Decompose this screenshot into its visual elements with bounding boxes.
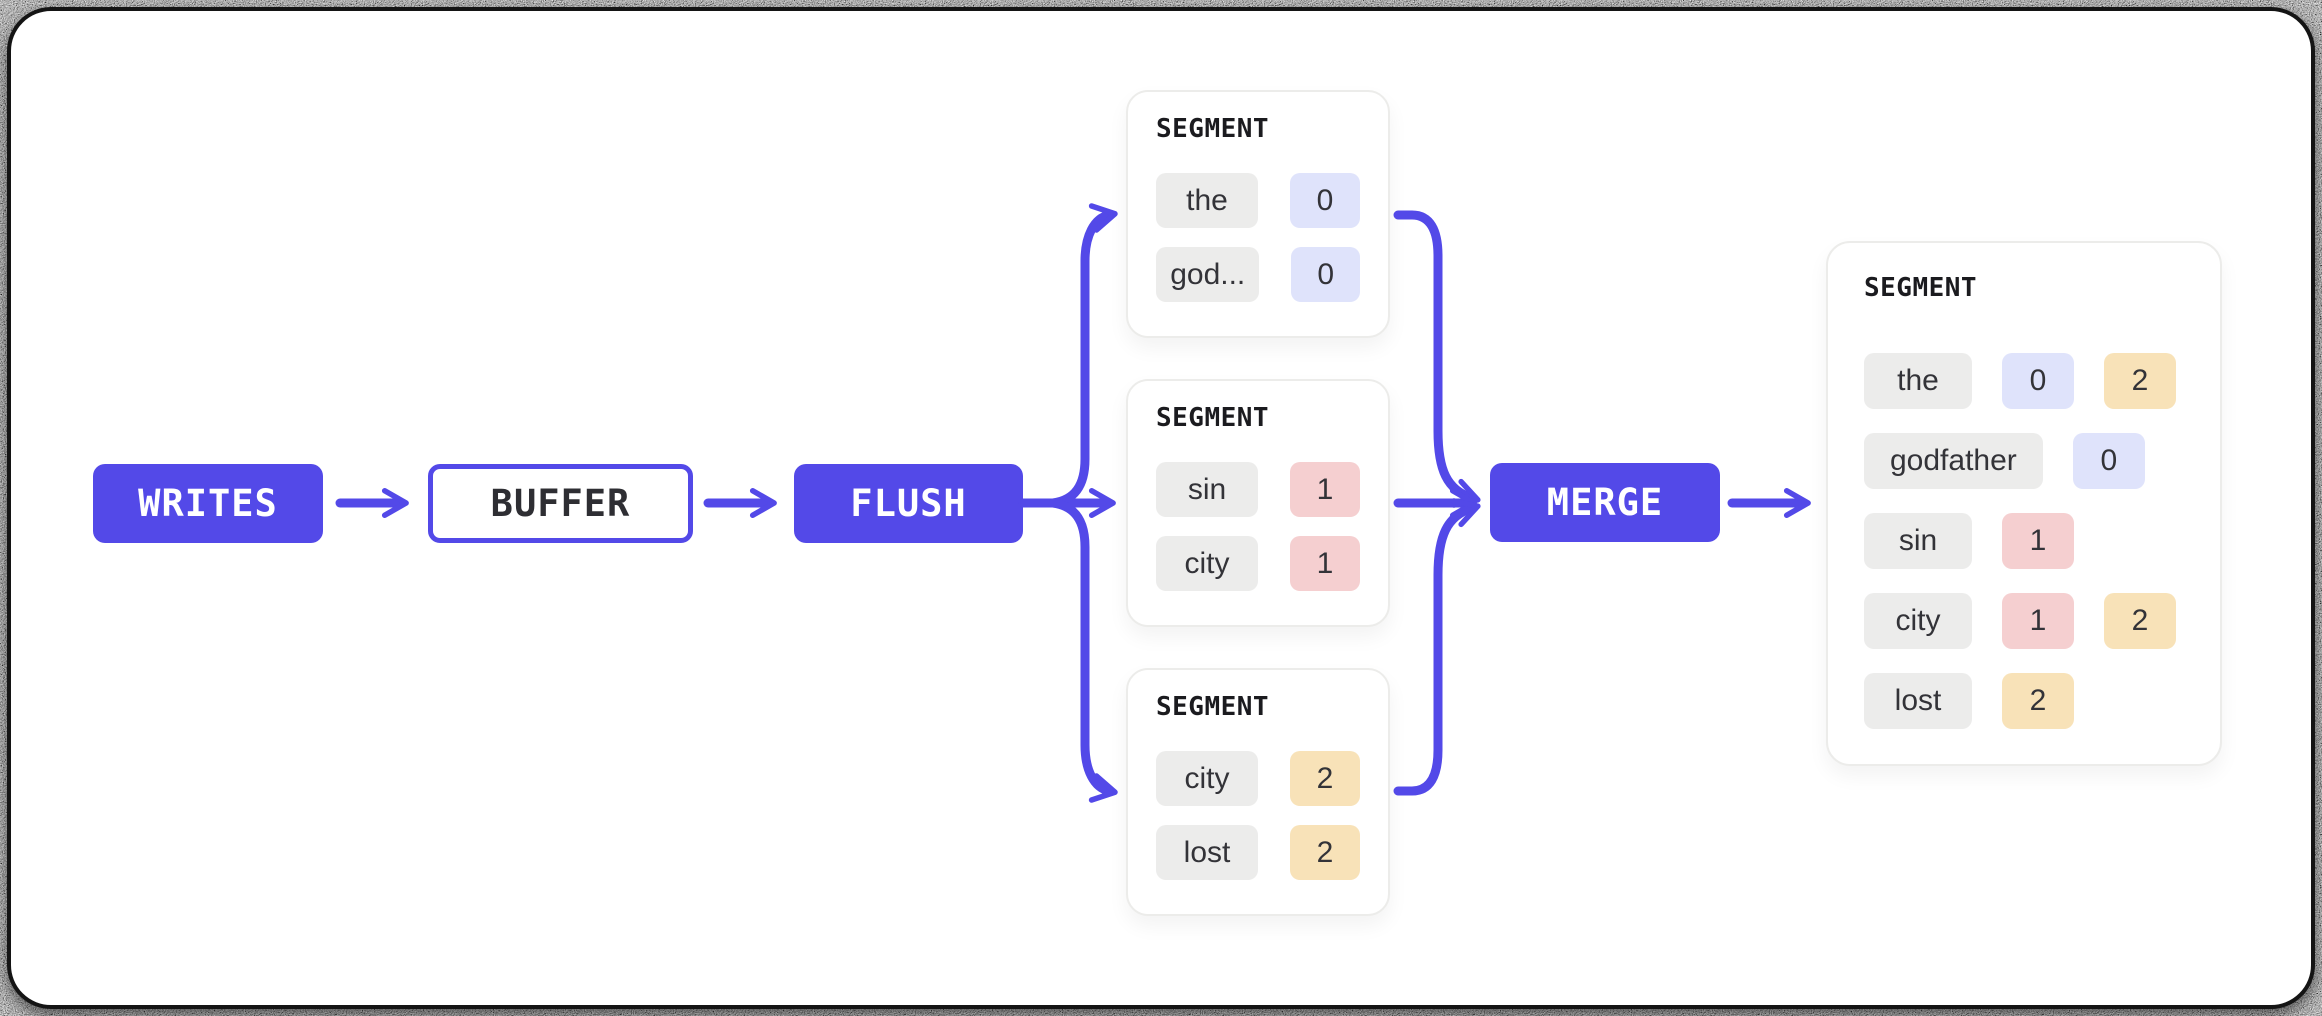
segment-row: city 2	[1156, 751, 1360, 806]
doc-id-pill: 0	[1290, 173, 1360, 228]
segment-card: SEGMENT sin 1 city 1	[1126, 379, 1390, 627]
term-pill: city	[1156, 751, 1258, 806]
segment-row: sin 1	[1156, 462, 1360, 517]
arrow-writes-to-buffer	[335, 488, 409, 518]
term-pill: sin	[1156, 462, 1258, 517]
doc-id-pill: 0	[1291, 247, 1360, 302]
doc-id-pill: 0	[2002, 353, 2074, 409]
doc-id-pill: 1	[1290, 462, 1360, 517]
doc-id-pill: 1	[1290, 536, 1360, 591]
segment-row: godfather 0	[1864, 433, 2184, 489]
doc-id-pill: 2	[1290, 825, 1360, 880]
segment-rows: sin 1 city 1	[1156, 462, 1360, 591]
segment-title: SEGMENT	[1156, 403, 1270, 433]
segment-title: SEGMENT	[1156, 114, 1270, 144]
term-pill: sin	[1864, 513, 1972, 569]
term-pill: lost	[1156, 825, 1258, 880]
segment-title: SEGMENT	[1156, 692, 1270, 722]
segment-rows: the 0 god... 0	[1156, 173, 1360, 302]
split-arrows	[1018, 203, 1118, 803]
segment-row: the 0	[1156, 173, 1360, 228]
segment-row: city 1	[1156, 536, 1360, 591]
doc-id-pill: 1	[2002, 593, 2074, 649]
doc-id-pill: 2	[2104, 353, 2176, 409]
arrow-buffer-to-flush	[703, 488, 777, 518]
segment-row: lost 2	[1156, 825, 1360, 880]
term-pill: the	[1156, 173, 1258, 228]
term-pill: city	[1864, 593, 1972, 649]
term-pill: lost	[1864, 673, 1972, 729]
doc-id-pill: 2	[2104, 593, 2176, 649]
term-pill: god...	[1156, 247, 1260, 302]
buffer-node: BUFFER	[428, 464, 693, 543]
segment-card: SEGMENT city 2 lost 2	[1126, 668, 1390, 916]
doc-id-pill: 2	[1290, 751, 1360, 806]
term-pill: godfather	[1864, 433, 2043, 489]
segment-row: sin 1	[1864, 513, 2184, 569]
merge-node: MERGE	[1490, 463, 1720, 542]
arrow-merge-to-segment	[1727, 488, 1811, 518]
writes-node: WRITES	[93, 464, 323, 543]
flush-node: FLUSH	[794, 464, 1023, 543]
term-pill: city	[1156, 536, 1258, 591]
segment-row: god... 0	[1156, 247, 1360, 302]
doc-id-pill: 2	[2002, 673, 2074, 729]
doc-id-pill: 1	[2002, 513, 2074, 569]
doc-id-pill: 0	[2072, 433, 2145, 489]
segment-rows: city 2 lost 2	[1156, 751, 1360, 880]
segment-card: SEGMENT the 0 god... 0	[1126, 90, 1390, 338]
segment-row: lost 2	[1864, 673, 2184, 729]
segment-title: SEGMENT	[1864, 273, 1978, 303]
term-pill: the	[1864, 353, 1972, 409]
converge-arrows	[1393, 210, 1481, 796]
